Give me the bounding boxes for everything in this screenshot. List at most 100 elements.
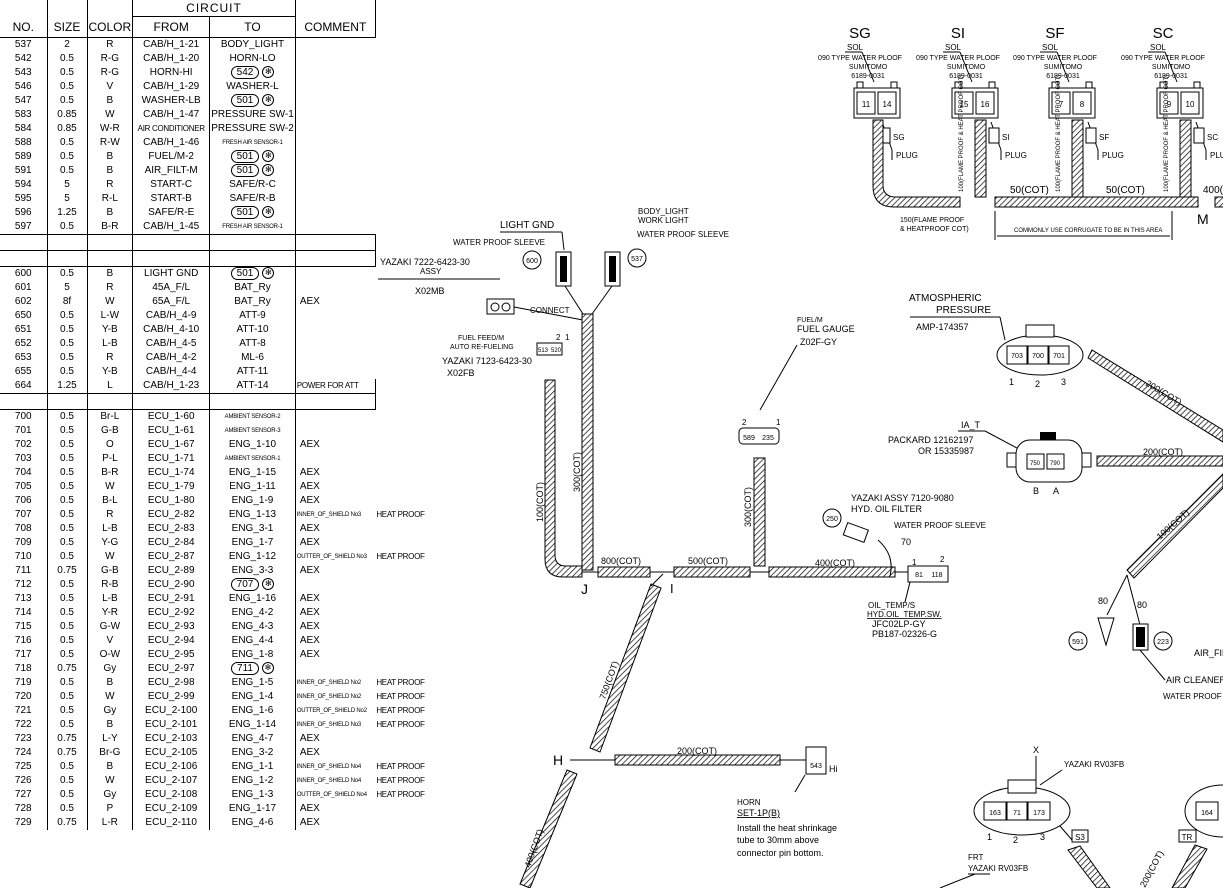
cell-to: ENG_4-2: [209, 606, 296, 620]
solenoid-pin-box-a: [954, 91, 974, 115]
cell-to: ENG_1-14: [209, 718, 296, 732]
packard-1: PACKARD 12162197: [888, 435, 973, 445]
cell-comment: OUTTER_OF_SHIELD No3: [296, 554, 367, 560]
cell-from: ECU_2-91: [132, 592, 211, 606]
cell-comment: INNER_OF_SHIELD No3: [296, 722, 362, 728]
solenoid-pin-b: 14: [883, 100, 892, 109]
seg-200h-label: 200(COT): [677, 746, 717, 756]
harness-750-cot: [589, 583, 662, 753]
solenoid-sol-label: SOL: [1150, 43, 1167, 52]
solenoid-part: 6189-0031: [1046, 73, 1080, 80]
solenoid-pin-b: 8: [1080, 100, 1085, 109]
wire-gnd-split: [564, 285, 584, 315]
cell-extra: HEAT PROOF: [376, 552, 425, 561]
packard-2: OR 15335987: [918, 446, 974, 456]
circuit-header: CIRCUIT: [132, 0, 296, 17]
z02f-label: Z02F-GY: [800, 337, 837, 347]
cell-to: BODY_LIGHT: [209, 37, 296, 52]
cell-to-splice-ref: 711: [231, 662, 259, 675]
seg-300-label: 300(COT): [572, 452, 582, 492]
cell-size: 0.5: [46, 351, 88, 365]
splice-asterisk-icon: ✻: [261, 662, 274, 675]
cell-to: HORN-LO: [209, 52, 296, 66]
cell-extra: HEAT PROOF: [376, 762, 425, 771]
splice-asterisk-icon: ✻: [262, 206, 275, 219]
cell-from: 45A_F/L: [132, 281, 211, 295]
solenoid-leader: [1056, 51, 1070, 83]
cell-size: 0.85: [46, 108, 88, 122]
atm-label-1: ATMOSPHERIC: [909, 293, 982, 304]
fuel-pin-1: 1: [776, 418, 781, 427]
harness-400-cot-b: [768, 566, 896, 578]
cell-size: 0.5: [46, 409, 88, 424]
circle-223: [1153, 631, 1173, 651]
x02mb-wire: [513, 306, 584, 321]
cell-comment: AEX: [299, 733, 320, 744]
yazaki-rv-label: YAZAKI RV03FB: [1064, 760, 1124, 769]
cell-comment: INNER_OF_SHIELD No3: [296, 512, 362, 518]
cell-comment: AEX: [299, 593, 320, 604]
cell-size: 5: [46, 178, 88, 192]
seg-400: 400(: [1203, 185, 1223, 196]
cell-size: 0.5: [46, 266, 88, 281]
cell-comment: AEX: [299, 565, 320, 576]
splice-asterisk-icon: ✻: [262, 94, 275, 107]
s3-box: [1071, 829, 1089, 843]
solenoid-plug-label: PLUG: [1005, 151, 1027, 160]
atm-pin-box-701: [1048, 345, 1070, 365]
cell-from: ECU_1-60: [132, 409, 211, 424]
wire-body-split: [591, 285, 613, 315]
solenoid-pin-box-b: [1072, 91, 1092, 115]
cell-to: AMBIENT SENSOR-1: [209, 452, 296, 466]
solenoid-maker: SUMITOMO: [849, 64, 888, 71]
cell-size: 0.5: [46, 508, 88, 522]
cell-to: ENG_1-13: [209, 508, 296, 522]
pin-520: 520: [551, 348, 562, 354]
light-gnd-label: LIGHT GND: [500, 220, 554, 231]
cell-size: 0.5: [46, 337, 88, 351]
circle-591-label: 591: [1072, 639, 1084, 646]
cell-to: ATT-8: [209, 337, 296, 351]
harness-500-cot: [673, 566, 751, 578]
wp-sleeve-3: WATER PROOF: [1163, 692, 1222, 701]
cell-from: CAB/H_1-20: [132, 52, 211, 66]
pin-703: 703: [1011, 353, 1023, 360]
cell-size: 0.5: [46, 66, 88, 80]
cell-to-splice-ref: 501: [230, 206, 260, 219]
cell-to-splice-ref: 542: [230, 66, 260, 79]
solenoid-pin-b: 10: [1186, 100, 1195, 109]
cell-from: ECU_2-108: [132, 788, 211, 802]
cell-comment: AEX: [299, 467, 320, 478]
solenoid-maker: SUMITOMO: [1152, 64, 1191, 71]
pin-589: 589: [743, 435, 755, 442]
cell-to: ENG_4-3: [209, 620, 296, 634]
cell-comment: AEX: [299, 621, 320, 632]
cell-from: WASHER-LB: [132, 94, 211, 108]
spacer-cell: [294, 250, 376, 267]
cell-from: CAB/H_1-29: [132, 80, 211, 94]
cell-from: LIGHT GND: [132, 266, 211, 281]
cell-to: ATT-11: [209, 365, 296, 379]
cell-from: ECU_1-79: [132, 480, 211, 494]
solenoid-tab-right: [890, 81, 898, 89]
seg-50a: 50(COT): [1010, 185, 1049, 196]
solenoid-leader: [861, 51, 875, 83]
solenoid-tab-right: [1193, 81, 1201, 89]
cell-size: 0.5: [46, 620, 88, 634]
cell-size: 1.25: [46, 379, 88, 394]
cell-from: ECU_2-93: [132, 620, 211, 634]
solenoid-tab-right: [1085, 81, 1093, 89]
solenoid-type: 090 TYPE WATER PLOOF: [916, 55, 1000, 62]
spacer-cell: [46, 250, 88, 267]
cell-from: FUEL/M-2: [132, 150, 211, 164]
rv-num-2: 2: [1013, 835, 1018, 845]
pin-513: 513: [538, 348, 549, 354]
